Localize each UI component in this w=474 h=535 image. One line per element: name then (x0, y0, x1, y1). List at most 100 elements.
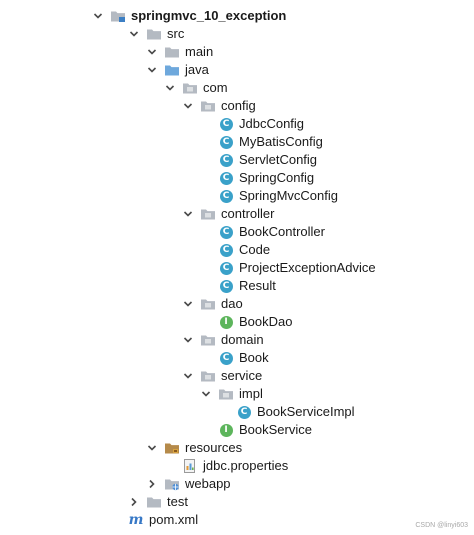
tree-node-label: JdbcConfig (239, 116, 305, 131)
chevron-down-icon[interactable] (180, 295, 196, 313)
class-icon: C (218, 188, 234, 204)
tree-node-label: Book (239, 350, 269, 365)
package-icon (200, 206, 216, 222)
tree-node-config[interactable]: config (180, 97, 256, 115)
tree-node-label: config (221, 98, 256, 113)
tree-node-label: Result (239, 278, 276, 293)
chevron-down-icon[interactable] (198, 385, 214, 403)
leaf-spacer (162, 457, 178, 475)
tree-node-label: resources (185, 440, 243, 455)
chevron-down-icon[interactable] (144, 439, 160, 457)
tree-node-resources[interactable]: resources (144, 439, 242, 457)
folder-icon (146, 26, 162, 42)
tree-node-label: impl (239, 386, 263, 401)
tree-node-java[interactable]: java (144, 61, 209, 79)
tree-node-label: main (185, 44, 214, 59)
tree-node-controller[interactable]: controller (180, 205, 274, 223)
source-root-folder-icon (164, 62, 180, 78)
class-icon: C (218, 116, 234, 132)
tree-node-label: ServletConfig (239, 152, 318, 167)
class-icon: C (218, 152, 234, 168)
web-folder-icon (164, 476, 180, 492)
tree-node-label: com (203, 80, 228, 95)
chevron-down-icon[interactable] (180, 205, 196, 223)
tree-node-label: pom.xml (149, 512, 199, 527)
package-icon (218, 386, 234, 402)
class-icon: C (218, 260, 234, 276)
class-icon: C (218, 170, 234, 186)
leaf-spacer (198, 223, 214, 241)
tree-node-pom-xml[interactable]: m pom.xml (108, 511, 199, 529)
chevron-down-icon[interactable] (180, 97, 196, 115)
tree-node-book[interactable]: C Book (198, 349, 269, 367)
tree-node-bookserviceimpl[interactable]: C BookServiceImpl (216, 403, 355, 421)
chevron-down-icon[interactable] (162, 79, 178, 97)
tree-node-jdbc-properties[interactable]: jdbc.properties (162, 457, 288, 475)
chevron-down-icon[interactable] (180, 331, 196, 349)
class-icon: C (218, 350, 234, 366)
leaf-spacer (198, 313, 214, 331)
package-icon (182, 80, 198, 96)
leaf-spacer (198, 169, 214, 187)
tree-node-label: webapp (185, 476, 231, 491)
package-icon (200, 296, 216, 312)
tree-node-impl[interactable]: impl (198, 385, 263, 403)
tree-node-label: dao (221, 296, 243, 311)
leaf-spacer (198, 349, 214, 367)
chevron-down-icon[interactable] (126, 25, 142, 43)
chevron-down-icon[interactable] (90, 7, 106, 25)
tree-node-label: springmvc_10_exception (131, 8, 287, 23)
chevron-right-icon[interactable] (126, 493, 142, 511)
tree-node-webapp[interactable]: webapp (144, 475, 231, 493)
tree-node-projectexceptionadvice[interactable]: C ProjectExceptionAdvice (198, 259, 376, 277)
tree-node-label: controller (221, 206, 275, 221)
class-icon: C (236, 404, 252, 420)
tree-node-service[interactable]: service (180, 367, 262, 385)
tree-node-label: jdbc.properties (203, 458, 289, 473)
class-icon: C (218, 242, 234, 258)
folder-icon (146, 494, 162, 510)
tree-node-label: BookService (239, 422, 312, 437)
resources-folder-icon (164, 440, 180, 456)
tree-node-dao[interactable]: dao (180, 295, 243, 313)
chevron-down-icon[interactable] (180, 367, 196, 385)
tree-node-springconfig[interactable]: C SpringConfig (198, 169, 314, 187)
tree-node-servletconfig[interactable]: C ServletConfig (198, 151, 317, 169)
class-icon: C (218, 224, 234, 240)
tree-node-bookcontroller[interactable]: C BookController (198, 223, 325, 241)
tree-node-label: domain (221, 332, 264, 347)
maven-icon: m (128, 512, 144, 528)
leaf-spacer (108, 511, 124, 529)
tree-node-com[interactable]: com (162, 79, 228, 97)
tree-node-label: SpringConfig (239, 170, 315, 185)
leaf-spacer (198, 187, 214, 205)
tree-node-label: Code (239, 242, 271, 257)
tree-node-label: BookServiceImpl (257, 404, 355, 419)
tree-node-test[interactable]: test (126, 493, 188, 511)
tree-node-jdbcconfig[interactable]: C JdbcConfig (198, 115, 304, 133)
package-icon (200, 98, 216, 114)
package-icon (200, 332, 216, 348)
tree-node-label: BookController (239, 224, 325, 239)
tree-node-domain[interactable]: domain (180, 331, 264, 349)
tree-node-result[interactable]: C Result (198, 277, 276, 295)
tree-node-main[interactable]: main (144, 43, 213, 61)
chevron-down-icon[interactable] (144, 61, 160, 79)
properties-file-icon (182, 458, 198, 474)
tree-node-springmvc-10-exception[interactable]: springmvc_10_exception (90, 7, 286, 25)
module-folder-icon (110, 8, 126, 24)
leaf-spacer (198, 259, 214, 277)
chevron-right-icon[interactable] (144, 475, 160, 493)
chevron-down-icon[interactable] (144, 43, 160, 61)
tree-node-src[interactable]: src (126, 25, 184, 43)
tree-node-label: ProjectExceptionAdvice (239, 260, 376, 275)
leaf-spacer (198, 133, 214, 151)
class-icon: C (218, 278, 234, 294)
tree-node-label: src (167, 26, 185, 41)
tree-node-code[interactable]: C Code (198, 241, 270, 259)
